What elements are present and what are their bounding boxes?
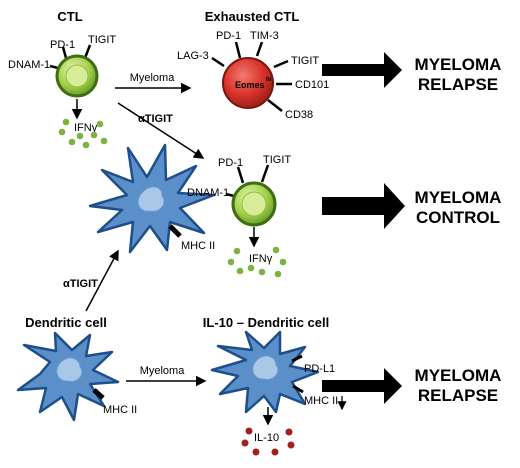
ctl-dnam1-label: DNAM-1	[8, 59, 50, 71]
control-arrow	[322, 183, 405, 229]
control-tigit-label: TIGIT	[263, 154, 291, 166]
dc-title: Dendritic cell	[25, 315, 107, 330]
exhausted-cd101-label: CD101	[295, 79, 329, 91]
il10-dots	[241, 427, 295, 456]
control-ifn-label: IFNγ	[249, 253, 273, 265]
myeloma-top-label: Myeloma	[130, 72, 176, 84]
atigit-diagonal-arrow	[117, 102, 205, 159]
eomes-label: Eomes	[235, 80, 265, 90]
ctl-tigit-label: TIGIT	[88, 34, 116, 46]
atigit-up-arrow	[85, 249, 119, 312]
control-line2: CONTROL	[416, 208, 500, 227]
atigit-diagonal-label: αTIGIT	[138, 113, 173, 125]
relapse-arrow-top-shape	[322, 52, 402, 88]
control-pd1-label: PD-1	[218, 157, 243, 169]
control-ctl-cell	[225, 164, 277, 227]
dc-top-mhc-label: MHC II	[181, 240, 215, 252]
ctl-pd1-label: PD-1	[50, 39, 75, 51]
atigit-up-label: αTIGIT	[63, 278, 98, 290]
pdl1-label: PD-L1	[304, 363, 335, 375]
exhausted-cd38-label: CD38	[285, 109, 313, 121]
relapse-bottom-line2: RELAPSE	[418, 386, 498, 405]
exhausted-tim3-label: TIM-3	[250, 30, 279, 42]
ctl-cell	[49, 44, 99, 98]
relapse-top-line1: MYELOMA	[415, 55, 502, 74]
dc-top-cell	[88, 143, 216, 254]
il10-label: IL-10	[254, 432, 279, 444]
control-dnam1-label: DNAM-1	[187, 187, 229, 199]
dc-bottom-cell	[16, 331, 120, 422]
exhausted-tigit-label: TIGIT	[291, 55, 319, 67]
il10-mhc-label: MHC II	[304, 395, 338, 407]
exhausted-pd1-label: PD-1	[216, 30, 241, 42]
control-line1: MYELOMA	[415, 188, 502, 207]
il10-dc-cell	[210, 330, 320, 414]
ctl-title: CTL	[57, 9, 82, 24]
relapse-arrow-bottom	[322, 368, 402, 404]
dc-mhc-label: MHC II	[103, 404, 137, 416]
exhausted-cell	[211, 41, 292, 112]
relapse-top-line2: RELAPSE	[418, 75, 498, 94]
exhausted-title: Exhausted CTL	[205, 9, 300, 24]
exhausted-lag3-label: LAG-3	[177, 50, 209, 62]
il10-dc-title: IL-10 – Dendritic cell	[203, 315, 329, 330]
myeloma-bottom-label: Myeloma	[140, 365, 186, 377]
ctl-ifn-dots	[58, 118, 108, 149]
control-ifn-dots	[227, 246, 287, 278]
eomes-sup: hi	[266, 77, 272, 83]
relapse-bottom-line1: MYELOMA	[415, 366, 502, 385]
ctl-ifn-label: IFNγ	[74, 122, 98, 134]
